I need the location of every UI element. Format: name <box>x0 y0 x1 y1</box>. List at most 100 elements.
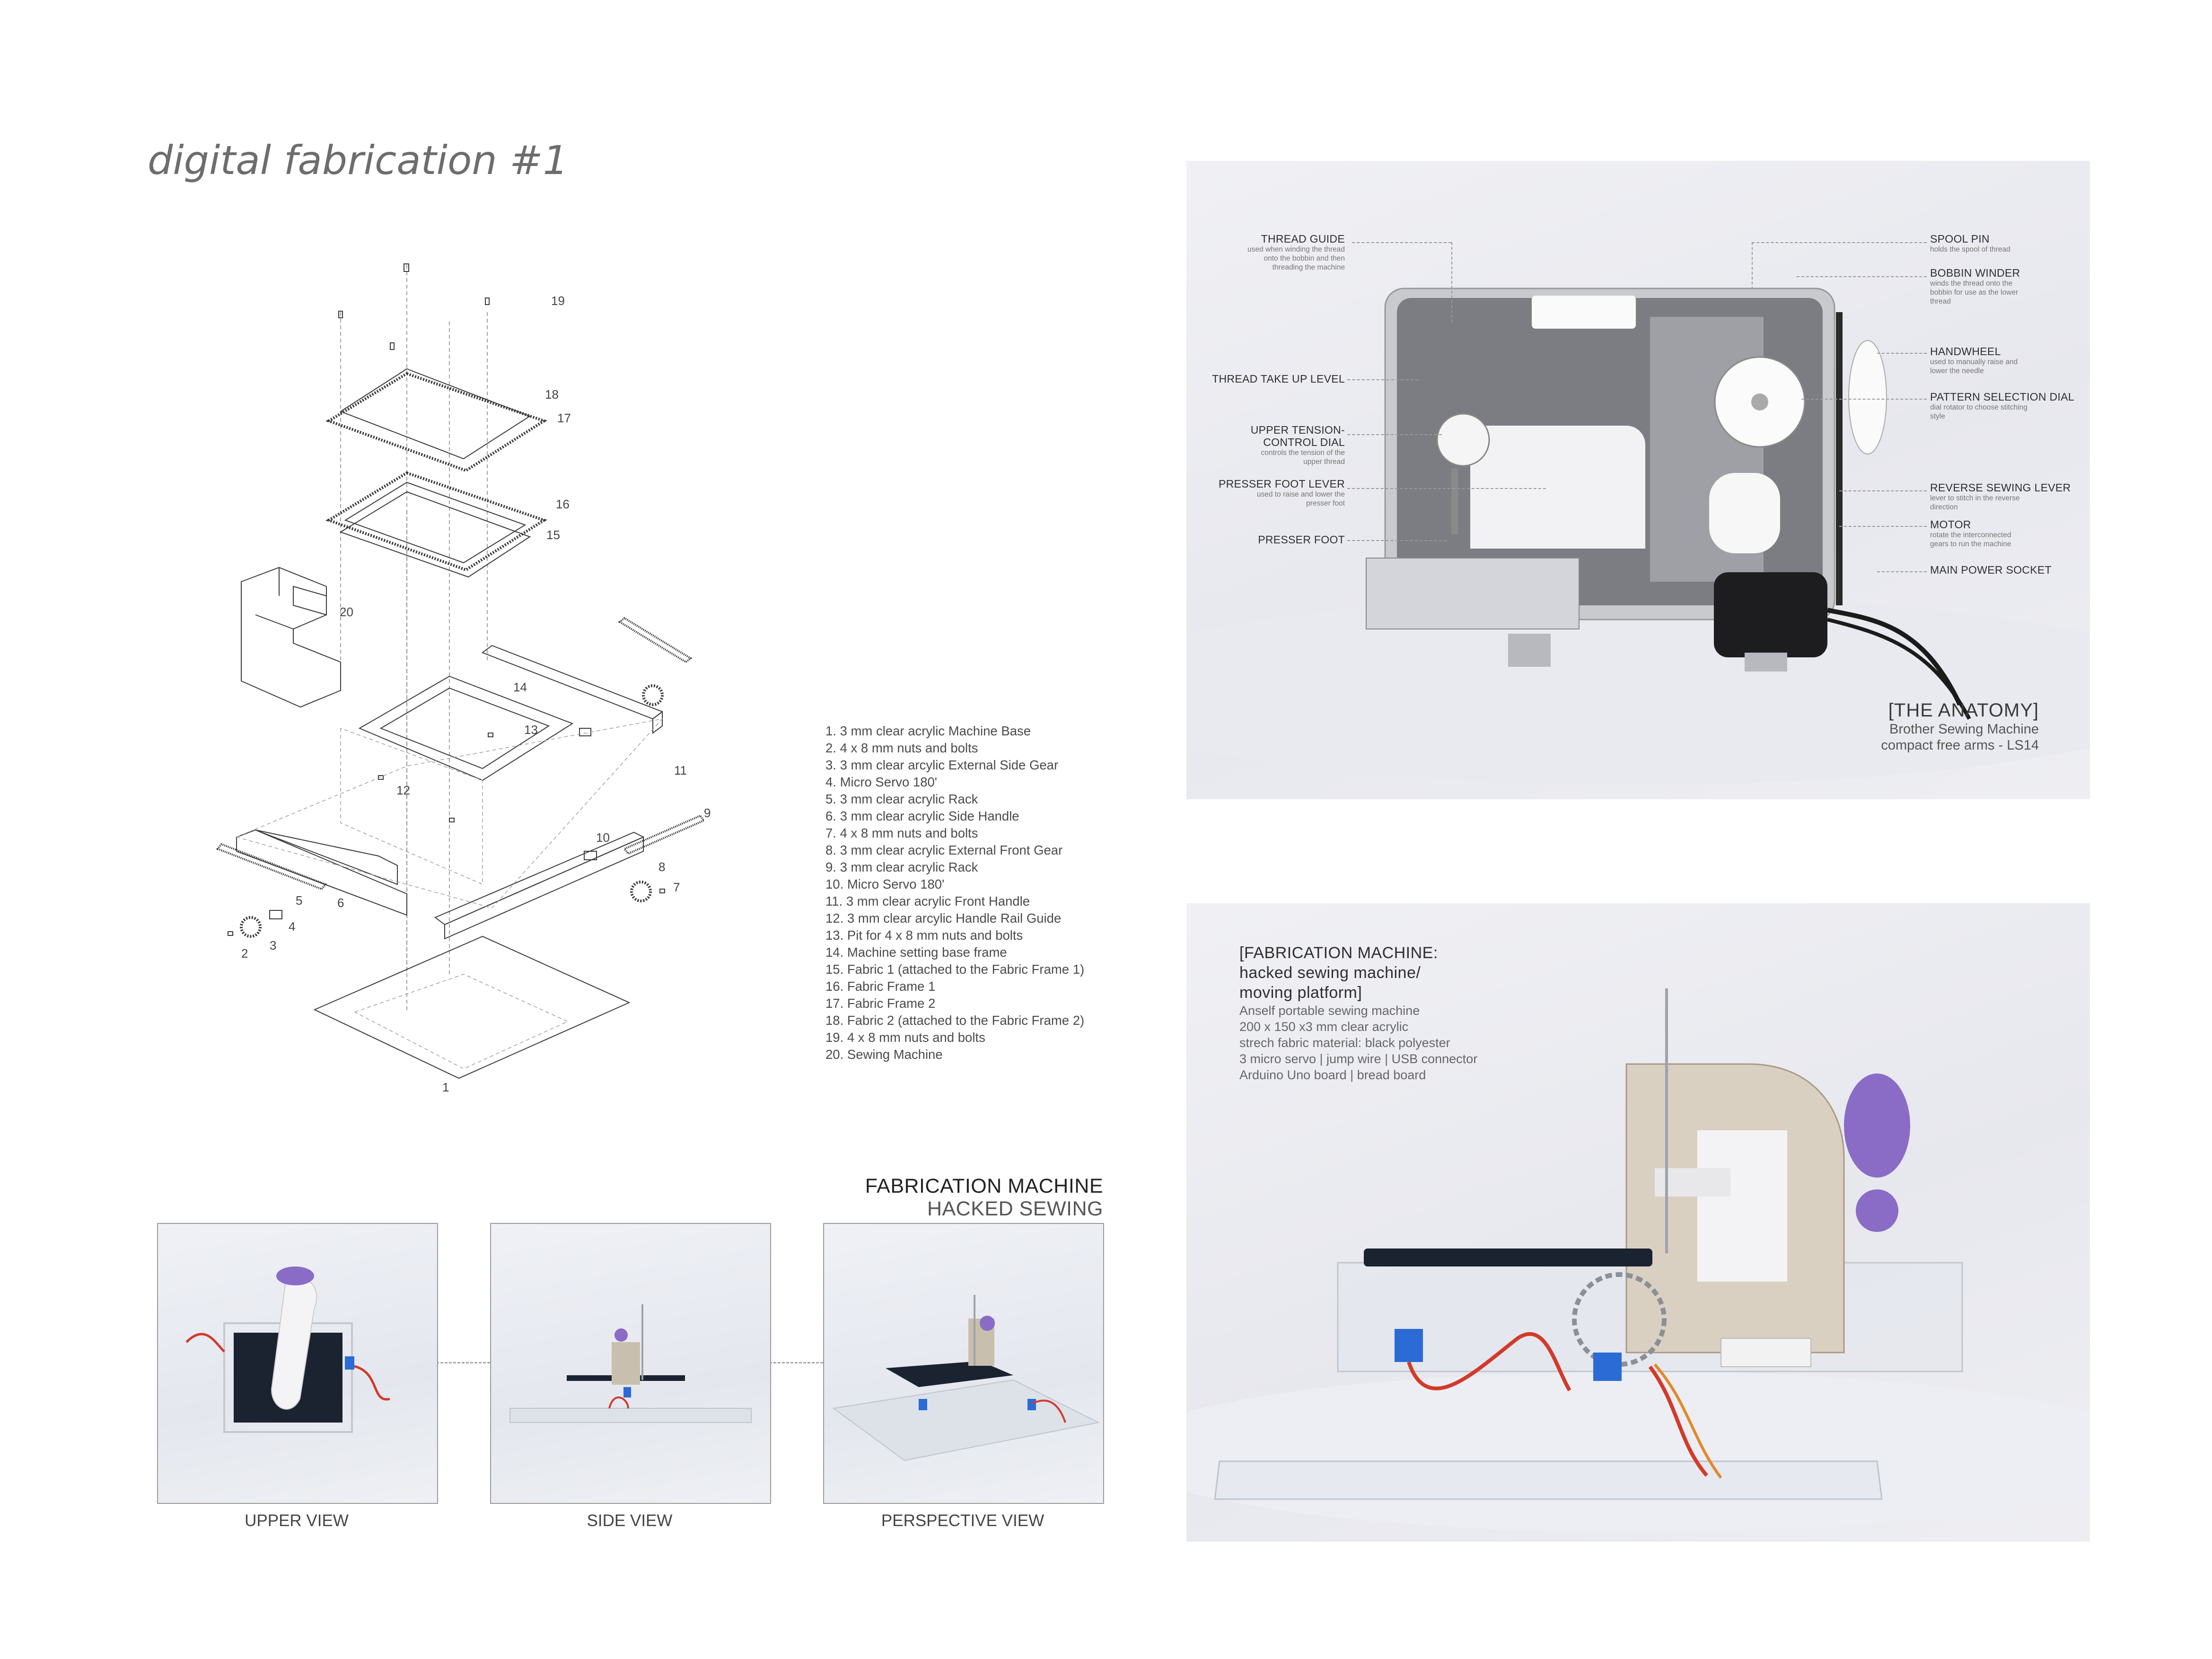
callout-19: 19 <box>551 294 565 308</box>
perspective-view-photo <box>823 1223 1104 1504</box>
parts-list: 1. 3 mm clear acrylic Machine Base 2. 4 … <box>825 723 1084 1063</box>
leader-line <box>1347 540 1447 541</box>
label-spool-pin: SPOOL PIN holds the spool of thread <box>1930 233 2010 253</box>
acrylic-base <box>1214 1460 1883 1500</box>
nut-7 <box>659 889 665 893</box>
sewing-machine-block <box>241 567 341 708</box>
callout-11: 11 <box>674 763 687 777</box>
label-upper-tension: UPPER TENSION- CONTROL DIAL controls the… <box>1250 424 1345 466</box>
label-pattern-selection-dial: PATTERN SELECTION DIAL dial rotator to c… <box>1930 391 2074 420</box>
parts-list-item: 13. Pit for 4 x 8 mm nuts and bolts <box>825 928 1023 943</box>
callout-5: 5 <box>296 893 302 908</box>
rail-guide-12b <box>449 818 455 822</box>
parts-list-item: 3. 3 mm clear arcylic External Side Gear <box>825 758 1059 772</box>
anatomy-caption-line: Brother Sewing Machine <box>1889 722 2039 737</box>
fabrication-title-line: moving platform] <box>1239 984 1362 1002</box>
bolt-19 <box>404 263 409 272</box>
bread-board <box>1720 1338 1811 1367</box>
needle-bar <box>1451 468 1458 534</box>
leader-line <box>1877 353 1927 354</box>
anatomy-caption: [THE ANATOMY] Brother Sewing Machine com… <box>1881 700 2039 753</box>
upper-tension-dial <box>1436 413 1490 467</box>
rack-top <box>618 617 693 664</box>
parts-list-item: 16. Fabric Frame 1 <box>825 979 936 994</box>
upper-view-photo <box>157 1223 438 1504</box>
side-view-label: SIDE VIEW <box>587 1511 673 1530</box>
knob-purple <box>276 1266 314 1285</box>
leader-line <box>1801 399 1927 400</box>
handle-rail-guide <box>481 645 664 720</box>
parts-list-item: 15. Fabric 1 (attached to the Fabric Fra… <box>825 962 1085 977</box>
leader-line <box>1877 571 1927 572</box>
external-top-gear <box>642 684 664 706</box>
side-view-illustration <box>509 1304 752 1423</box>
fabric-frame-2 <box>325 372 547 472</box>
parts-list-item: 12. 3 mm clear arcylic Handle Rail Guide <box>825 911 1062 926</box>
bolt-19 <box>338 311 343 318</box>
label-main-power-socket: MAIN POWER SOCKET <box>1930 564 2052 576</box>
leader-line <box>1347 379 1418 380</box>
parts-list-item: 20. Sewing Machine <box>825 1047 943 1062</box>
leader-line <box>1752 242 1927 243</box>
side-handle <box>236 829 407 916</box>
label-motor: MOTOR rotate the interconnected gears to… <box>1930 518 2011 548</box>
external-side-gear <box>240 916 262 938</box>
side-handle-top <box>255 830 398 885</box>
callout-1: 1 <box>442 1080 449 1094</box>
exploded-axonometric-diagram: 1 2 3 4 5 6 7 8 9 10 11 12 13 14 15 16 1… <box>216 263 711 1094</box>
micro-servo-10 <box>584 851 597 860</box>
leader-line <box>1451 242 1452 323</box>
callout-15: 15 <box>546 528 560 542</box>
parts-list-item: 7. 4 x 8 mm nuts and bolts <box>825 826 978 840</box>
label-presser-foot-lever: PRESSER FOOT LEVER used to raise and low… <box>1219 478 1345 507</box>
perspective-view-label: PERSPECTIVE VIEW <box>881 1511 1045 1530</box>
callout-6: 6 <box>337 896 344 910</box>
parts-list-item: 4. Micro Servo 180' <box>825 775 938 789</box>
anatomy-caption-line: compact free arms - LS14 <box>1881 738 2039 753</box>
fabrication-spec-line: strech fabric material: black polyester <box>1239 1036 1450 1050</box>
parts-list-item: 10. Micro Servo 180' <box>825 877 945 891</box>
hacked-sewing-machine-photo <box>1186 988 2090 1532</box>
side-view-photo <box>490 1223 771 1504</box>
front-handle-face <box>444 836 644 940</box>
views-heading-primary: FABRICATION MACHINE <box>865 1175 1103 1197</box>
fabrication-title-line: [FABRICATION MACHINE: <box>1239 944 1438 962</box>
parts-list-item: 19. 4 x 8 mm nuts and bolts <box>825 1030 985 1045</box>
callout-7: 7 <box>673 880 680 894</box>
front-handle <box>434 831 645 926</box>
page-title: digital fabrication #1 <box>148 137 569 183</box>
leader-line <box>1352 242 1451 243</box>
knob-purple <box>1844 1074 1910 1178</box>
fabrication-spec-line: Anself portable sewing machine <box>1239 1004 1420 1018</box>
rack-5 <box>216 843 327 891</box>
handle-rail-guide-end <box>652 711 663 734</box>
parts-list-item: 17. Fabric Frame 2 <box>825 996 936 1011</box>
fabric-1 <box>344 481 527 564</box>
fabric-platform <box>886 1361 1013 1387</box>
parts-list-item: 8. 3 mm clear acrylic External Front Gea… <box>825 843 1063 857</box>
label-presser-foot: PRESSER FOOT <box>1258 533 1345 546</box>
view-connector <box>769 1362 823 1363</box>
nut-2 <box>228 931 233 936</box>
callout-18: 18 <box>545 387 559 402</box>
fabrication-machine-photo-panel: [FABRICATION MACHINE: hacked sewing mach… <box>1186 903 2090 1542</box>
base-frame-inner <box>379 687 550 769</box>
leader-line <box>1839 490 1927 491</box>
machine-setting-base-frame <box>358 675 574 781</box>
parts-list-item: 2. 4 x 8 mm nuts and bolts <box>825 741 978 755</box>
leader-line <box>1839 526 1927 527</box>
upper-view-illustration <box>185 1266 390 1433</box>
leader-line <box>1752 242 1753 289</box>
callout-20: 20 <box>340 605 353 619</box>
rail-guide-12a <box>378 775 384 780</box>
fabric-frame-1 <box>325 471 547 572</box>
bobbin-winder-cap <box>1709 473 1780 553</box>
callout-14: 14 <box>513 680 527 694</box>
callout-10: 10 <box>596 830 610 845</box>
servo <box>1395 1329 1423 1362</box>
motor <box>1714 572 1827 657</box>
micro-servo-4 <box>269 910 282 919</box>
callout-8: 8 <box>658 860 665 874</box>
callout-13: 13 <box>524 723 538 737</box>
handwheel <box>1848 340 1887 454</box>
